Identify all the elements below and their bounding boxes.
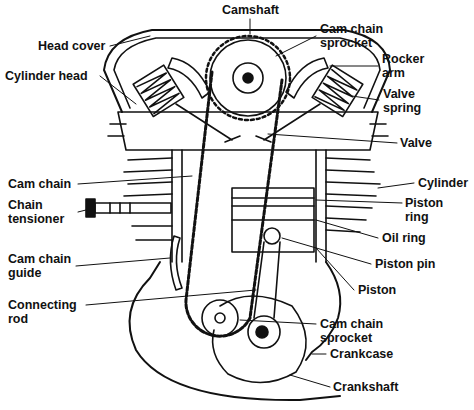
- part-label: Valve: [400, 136, 432, 150]
- part-label: Cam chain sprocket: [320, 317, 390, 345]
- part-label: Cam chain sprocket: [320, 22, 390, 50]
- part-label: Connecting rod: [8, 298, 88, 326]
- part-label: Cylinder head: [5, 69, 88, 83]
- part-label: Head cover: [38, 39, 105, 53]
- part-label: Oil ring: [382, 231, 426, 245]
- part-label: Crankcase: [330, 347, 393, 361]
- part-label: Cam chain: [8, 177, 71, 191]
- part-label: Cylinder: [418, 176, 468, 190]
- part-label: Valve spring: [383, 87, 443, 115]
- part-label: Chain tensioner: [8, 198, 78, 226]
- part-label: Rocker arm: [382, 52, 442, 80]
- part-label: Crankshaft: [333, 380, 398, 394]
- part-label: Cam chain guide: [8, 252, 78, 280]
- part-label: Piston pin: [375, 257, 435, 271]
- part-label: Camshaft: [222, 3, 279, 17]
- part-label: Piston ring: [405, 196, 460, 224]
- part-label: Piston: [358, 283, 396, 297]
